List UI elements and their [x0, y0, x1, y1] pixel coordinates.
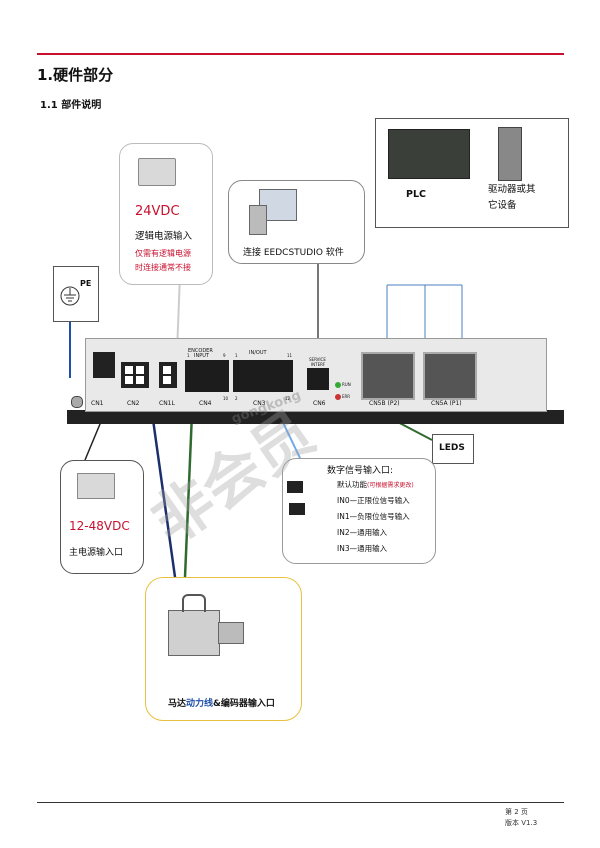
software-label: 连接 EEDCSTUDIO 软件 — [243, 248, 344, 258]
drive-device: ENCODER INPUT 1 9 IN/OUT 1 11 10 2 12 SE… — [67, 338, 564, 426]
digital-input-title: 数字信号输入口: — [327, 466, 394, 476]
main-power-label: 主电源输入口 — [69, 548, 124, 558]
power-supply-icon — [138, 158, 176, 186]
version-label: 版本 V1.3 — [505, 819, 538, 827]
err-led — [335, 394, 341, 400]
pe-label: PE — [80, 279, 92, 288]
pin-10-label: 10 — [223, 396, 229, 401]
cn1l-connector — [159, 362, 177, 388]
err-label: ERR — [342, 394, 351, 399]
power-supply-icon-2 — [77, 473, 115, 499]
pe-screw — [71, 396, 83, 408]
cn1-connector — [93, 352, 115, 378]
port-label-cn5a: CN5A (P1) — [431, 400, 462, 407]
port-label-cn1: CN1 — [91, 400, 104, 407]
digital-input-in2: IN2—通用输入 — [337, 528, 388, 537]
service-label-2: INTERF — [311, 362, 326, 367]
pin-1b-label: 1 — [235, 353, 238, 358]
footer-rule — [37, 802, 564, 803]
logic-power-label: 逻辑电源输入 — [135, 231, 193, 242]
pe-callout: PE — [53, 266, 99, 322]
cn4-encoder-connector — [185, 360, 229, 392]
header-rule — [37, 53, 564, 55]
plc-icon — [388, 129, 470, 179]
pin-9-label: 9 — [223, 353, 226, 358]
port-label-cn6: CN6 — [313, 400, 326, 407]
port-label-cn4: CN4 — [199, 400, 212, 407]
motor-callout: 马达动力线&编码器输入口 — [145, 577, 302, 721]
service-label: SERVICE — [309, 357, 326, 362]
digital-input-default: 默认功能(可根据需求更改) — [337, 480, 414, 489]
port-label-cn1l: CN1L — [159, 400, 175, 407]
pin-1-label: 1 — [187, 353, 190, 358]
section-heading: 1.硬件部分 — [37, 66, 114, 84]
port-label-cn2: CN2 — [127, 400, 140, 407]
computer-tower-icon — [249, 205, 267, 235]
logic-power-callout: 24VDC 逻辑电源输入 仅需有逻辑电源 时连接通常不接 — [119, 143, 213, 285]
motor-label: 马达动力线&编码器输入口 — [168, 699, 275, 709]
digital-input-callout: 数字信号输入口: 默认功能(可根据需求更改) IN0—正限位信号输入 IN1—负… — [282, 458, 436, 564]
plc-label: PLC — [406, 189, 426, 200]
main-power-voltage: 12-48VDC — [69, 519, 130, 533]
encoder-label: ENCODER — [188, 348, 213, 354]
digital-input-in0: IN0—正限位信号输入 — [337, 496, 410, 505]
leds-callout: LEDS — [432, 434, 474, 464]
port-label-cn3: CN3 — [253, 400, 266, 407]
motor-icon — [168, 610, 220, 656]
logic-power-note2: 时连接通常不接 — [135, 263, 191, 272]
pin-11-label: 11 — [287, 353, 293, 358]
cn6-service-connector — [307, 368, 329, 390]
software-callout: 连接 EEDCSTUDIO 软件 — [228, 180, 365, 264]
run-label: RUN — [342, 382, 351, 387]
driver-label-line2: 它设备 — [488, 200, 517, 211]
logic-power-voltage: 24VDC — [135, 204, 180, 219]
run-led — [335, 382, 341, 388]
leds-label: LEDS — [439, 443, 465, 453]
cn5a-ethernet-port — [423, 352, 477, 400]
io-label: IN/OUT — [249, 350, 267, 356]
pin-12-label: 12 — [285, 396, 291, 401]
main-power-callout: 12-48VDC 主电源输入口 — [60, 460, 144, 574]
motor-shaft-icon — [218, 622, 244, 644]
pin-2-label: 2 — [235, 396, 238, 401]
subsection-heading: 1.1 部件说明 — [40, 100, 102, 111]
motor-cable-icon — [182, 594, 206, 612]
driver-label-line1: 驱动器或其 — [488, 184, 536, 195]
digital-input-in3: IN3—通用输入 — [337, 544, 388, 553]
plc-callout: PLC 驱动器或其 它设备 — [375, 118, 569, 228]
driver-icon — [498, 127, 522, 181]
cn2-connector — [121, 362, 149, 388]
sensor-icon-2 — [289, 503, 305, 515]
logic-power-note1: 仅需有逻辑电源 — [135, 249, 191, 258]
digital-input-in1: IN1—负限位信号输入 — [337, 512, 410, 521]
port-label-cn5b: CN5B (P2) — [369, 400, 400, 407]
page-number: 第 2 页 — [505, 808, 528, 816]
ground-icon — [60, 286, 80, 306]
encoder-input-label: INPUT — [194, 353, 209, 359]
sensor-icon-1 — [287, 481, 303, 493]
device-base — [67, 410, 564, 424]
cn5b-ethernet-port — [361, 352, 415, 400]
cn3-io-connector — [233, 360, 293, 392]
